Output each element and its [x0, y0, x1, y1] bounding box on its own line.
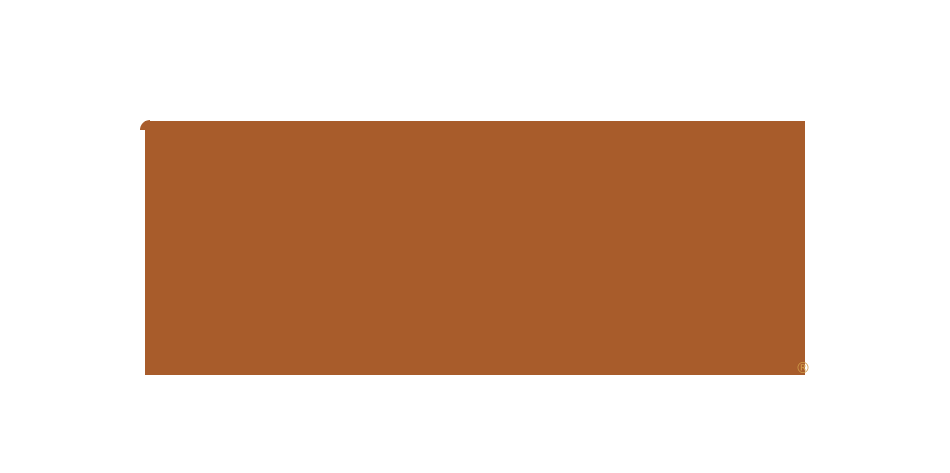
registered-trademark-symbol: ®: [795, 359, 811, 377]
orange-logo-rectangle: [145, 121, 805, 375]
